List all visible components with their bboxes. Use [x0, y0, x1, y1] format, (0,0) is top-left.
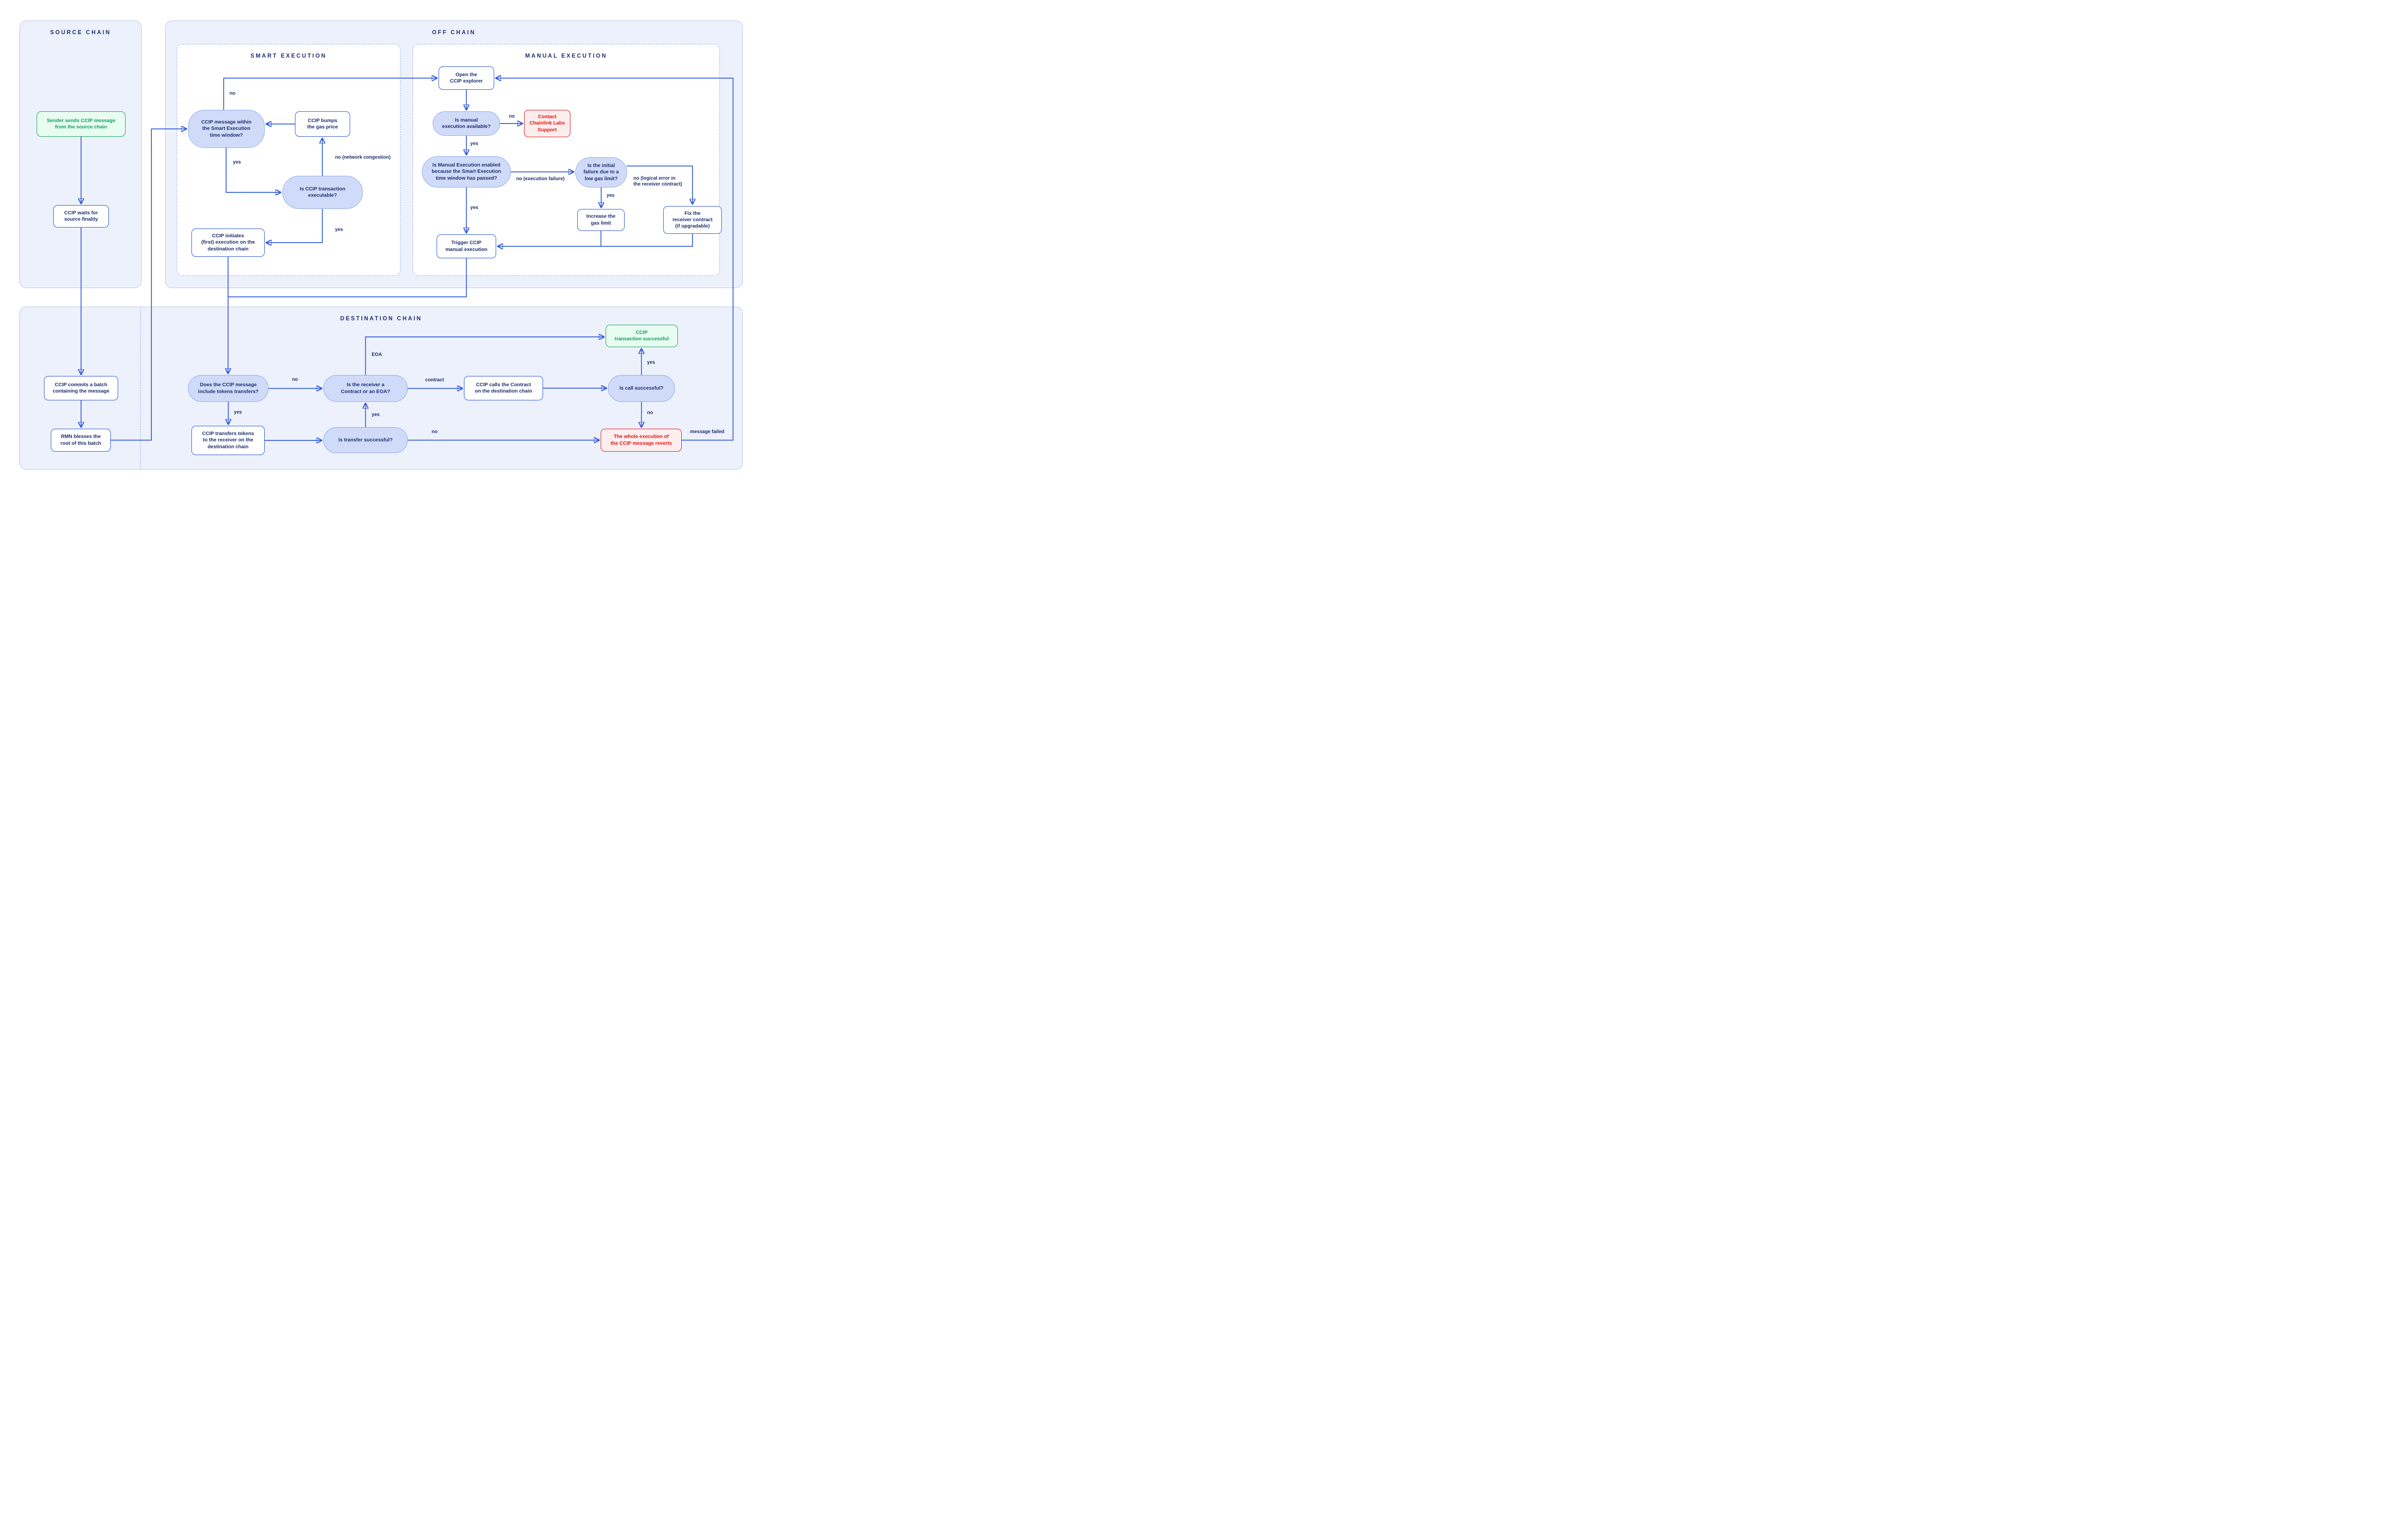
node-trigger-manual: Trigger CCIP manual execution: [437, 234, 496, 258]
edge-msg-within-yes-to-executable: [226, 148, 280, 192]
node-tokens-q: Does the CCIP message include tokens tra…: [188, 375, 269, 402]
edge-label-no-network-congestion: no (network congestion): [335, 155, 391, 160]
edge-executable-yes-to-initiates: [267, 209, 323, 243]
edge-label-no: no: [647, 410, 653, 416]
edge-receiver-q-eoa-to-success: [365, 337, 604, 375]
edge-reverts-message-failed-to-explorer: [496, 78, 734, 441]
edge-label-yes: yes: [607, 193, 615, 198]
edge-label-yes: yes: [233, 160, 241, 165]
node-bumps: CCIP bumps the gas price: [295, 111, 350, 137]
edge-label-yes: yes: [470, 205, 479, 210]
panel-title-manual-execution: MANUAL EXECUTION: [525, 53, 608, 59]
edge-label-yes: yes: [335, 227, 343, 232]
node-tx-success: CCIP transaction successful: [606, 325, 678, 347]
edge-label-no: no: [230, 91, 235, 96]
ccip-flowchart: SOURCE CHAIN OFF CHAIN SMART EXECUTION M…: [0, 0, 750, 483]
source-chain-extension-divider: [140, 307, 141, 469]
node-transfer-q: Is transfer successful?: [323, 427, 408, 453]
node-manual-enabled: Is Manual Execution enabled because the …: [422, 156, 511, 187]
edge-rmn-to-msg-within: [111, 129, 186, 441]
edge-label-no: no: [432, 429, 438, 435]
edge-label-no-execution-failure: no (execution failure): [516, 176, 565, 182]
node-manual-available: Is manual execution available?: [433, 111, 500, 136]
node-receiver-q: Is the receiver a Contract or an EOA?: [323, 375, 408, 402]
node-sender: Sender sends CCIP message from the sourc…: [37, 111, 126, 137]
edge-label-no: no: [292, 377, 298, 382]
node-transfers: CCIP transfers tokens to the receiver on…: [191, 426, 265, 455]
node-executable: Is CCIP transaction executable?: [282, 176, 363, 209]
node-waits: CCIP waits for source finality: [53, 205, 109, 228]
edge-label-yes: yes: [234, 410, 242, 415]
edge-trigger-to-destination-merge: [228, 258, 467, 297]
node-open-explorer: Open the CCIP explorer: [439, 66, 494, 90]
panel-title-smart-execution: SMART EXECUTION: [250, 53, 327, 59]
node-initiates: CCIP initiates (first) execution on the …: [191, 229, 265, 257]
edge-label-contract: contract: [425, 377, 444, 383]
panel-title-source-chain: SOURCE CHAIN: [50, 30, 111, 36]
edge-label-yes: yes: [470, 141, 479, 146]
node-calls-contract: CCIP calls the Contract on the destinati…: [464, 376, 543, 400]
node-initial-failure: Is the initial failure due to a low gas …: [575, 157, 627, 187]
node-contact-support: Contact Chainlink Labs Support: [524, 110, 570, 137]
edge-fix-receiver-to-trigger: [498, 234, 693, 247]
edges-layer: [0, 0, 734, 483]
node-rmn: RMN blesses the root of this batch: [51, 429, 111, 452]
node-commits: CCIP commits a batch containing the mess…: [44, 376, 118, 400]
panel-source-chain: SOURCE CHAIN: [20, 21, 142, 288]
edge-label-yes: yes: [647, 360, 655, 365]
edge-label-yes: yes: [372, 412, 380, 417]
node-reverts: The whole execution of the CCIP message …: [601, 429, 682, 452]
edge-msg-within-no-to-explorer: [223, 78, 437, 110]
node-increase-gas: Increase the gas limit: [577, 209, 625, 231]
panel-title-destination-chain: DESTINATION CHAIN: [340, 316, 422, 322]
edge-label-no: no: [509, 114, 515, 119]
node-msg-within: CCIP message within the Smart Execution …: [188, 110, 265, 148]
node-call-q: Is call successful?: [608, 375, 675, 402]
edge-label-eoa: EOA: [372, 352, 382, 357]
node-fix-receiver: Fix the receiver contract (if upgradable…: [663, 206, 722, 234]
panel-title-off-chain: OFF CHAIN: [432, 30, 476, 36]
edge-label-message-failed: message failed: [690, 429, 725, 435]
edge-label-no-logical-error: no (logical error in the receiver contra…: [633, 176, 682, 187]
edge-initial-failure-no-to-fix-receiver: [627, 166, 692, 204]
